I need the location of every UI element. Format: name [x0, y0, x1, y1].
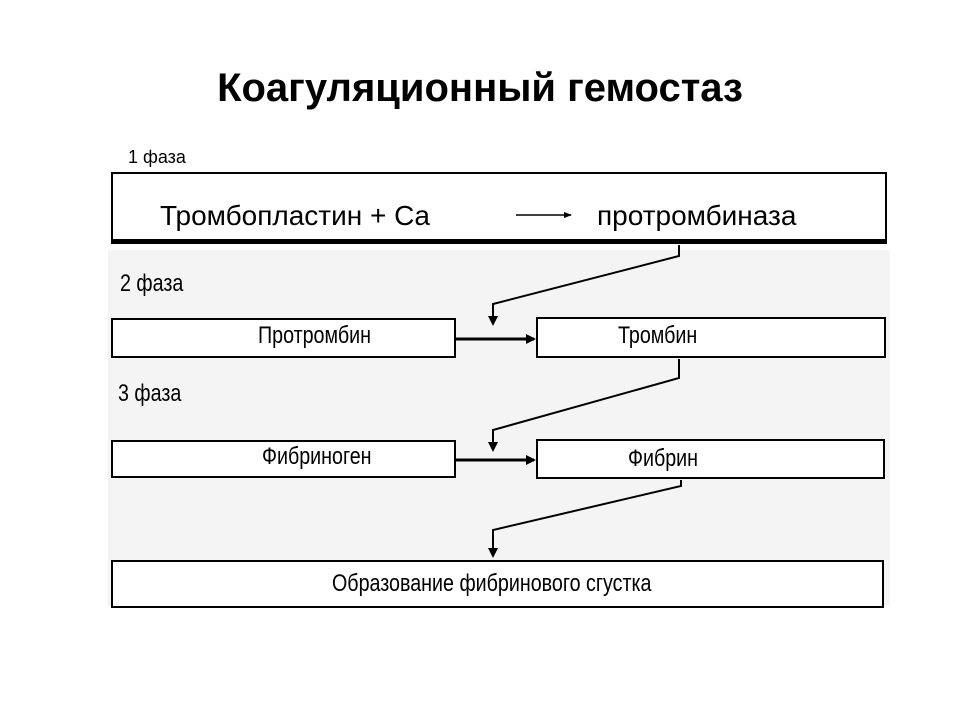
thrombin-box [536, 317, 886, 358]
clot-formation-box [111, 560, 884, 608]
fibrin-label: Фибрин [628, 445, 699, 472]
thromboplastin-ca-text: Тромбопластин + Ca [160, 200, 430, 231]
thrombin-label: Тромбин [618, 322, 698, 349]
connector-arrow-2 [488, 359, 680, 452]
phase-2-label: 2 фаза [120, 270, 184, 297]
phase-1-box [111, 172, 887, 244]
fibrin-box [536, 439, 885, 479]
connector-arrow-3 [488, 480, 682, 558]
phase-1-label: 1 фаза [128, 147, 186, 167]
prothrombin-label: Протромбин [258, 322, 371, 349]
prothrombin-box [111, 318, 456, 358]
connector-arrow-1 [488, 245, 680, 326]
fibrinogen-label: Фибриноген [262, 443, 372, 470]
slide-title: Коагуляционный гемостаз [217, 66, 743, 110]
fibrinogen-box [111, 440, 456, 478]
prothrombinase-text: протромбиназа [597, 200, 797, 231]
phase-3-label: 3 фаза [118, 380, 182, 407]
clot-formation-label: Образование фибринового сгустка [332, 570, 652, 597]
